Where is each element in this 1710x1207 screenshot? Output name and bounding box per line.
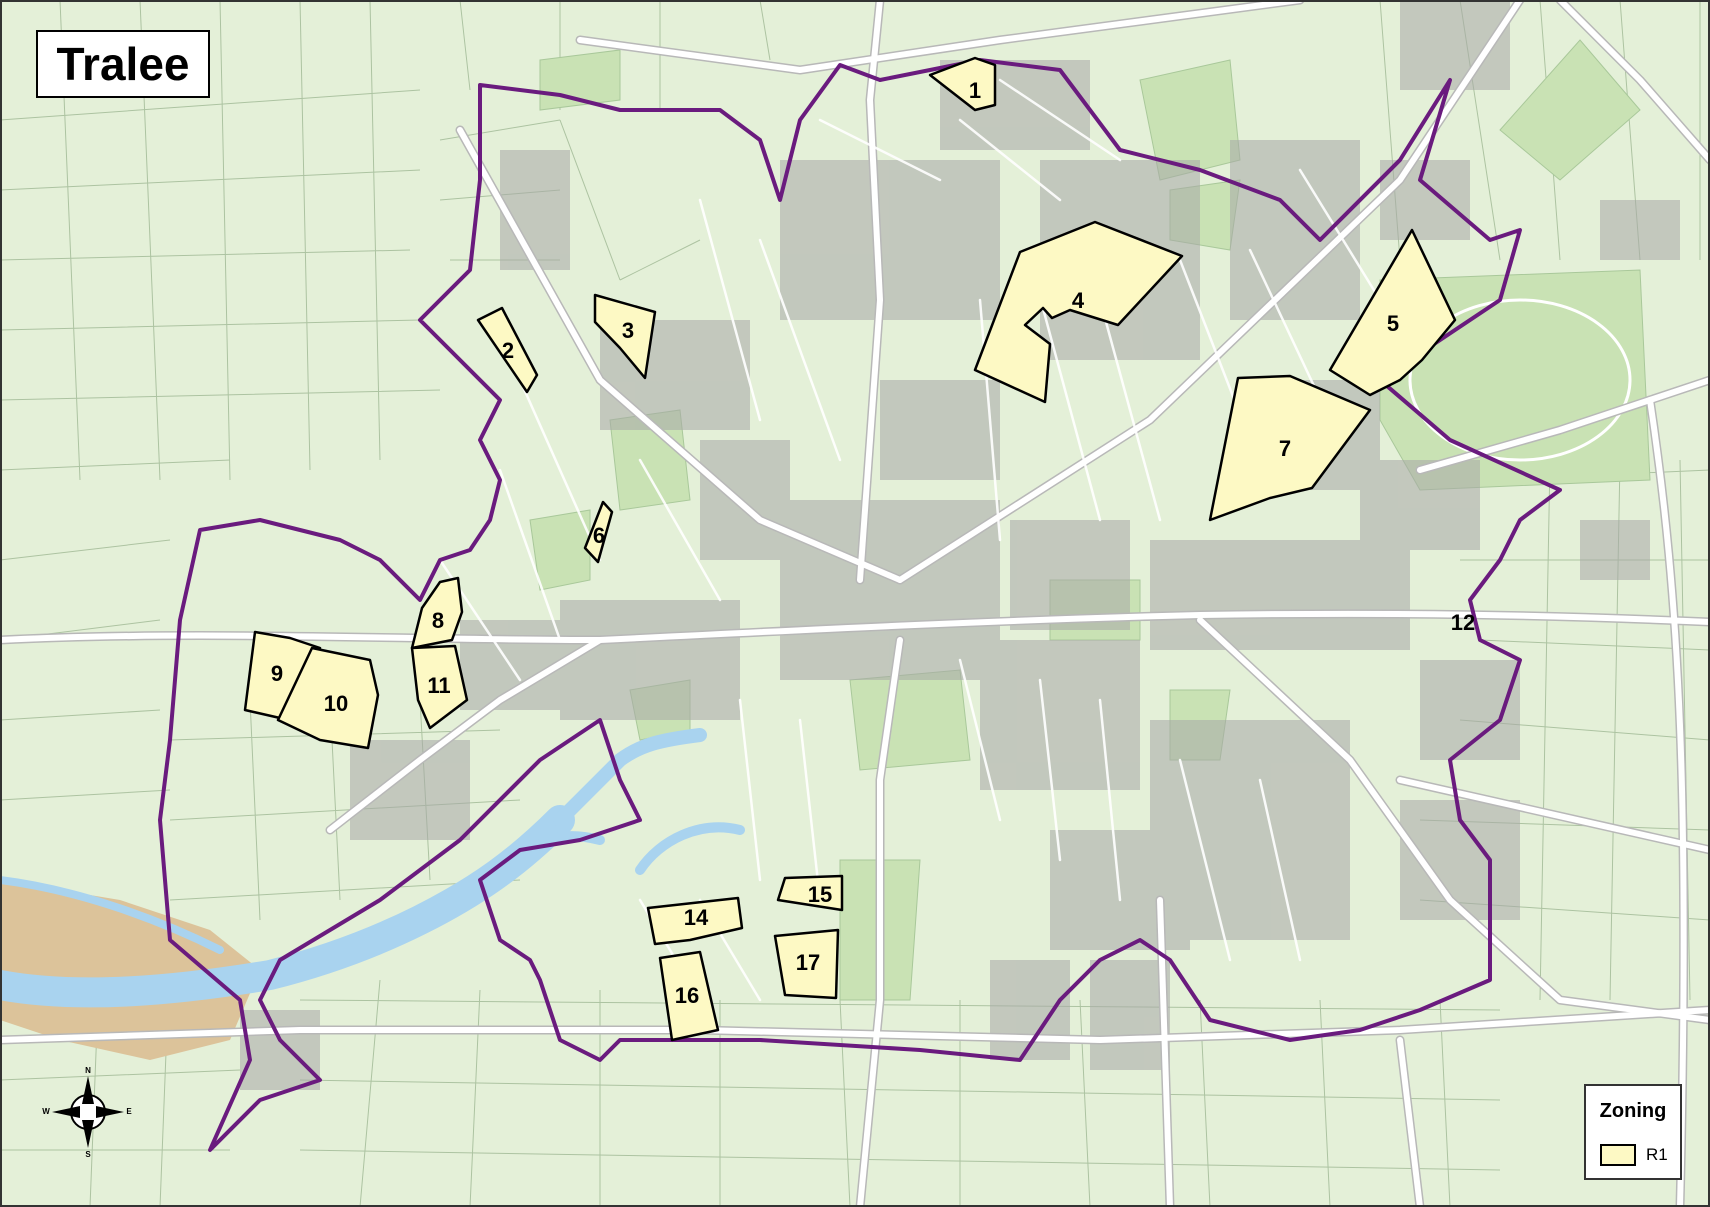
zone-parcel-10[interactable] <box>276 646 380 750</box>
zone-parcel-2[interactable] <box>476 306 539 394</box>
zone-labels: 1 2 3 4 5 6 7 8 9 10 11 12 14 15 16 17 <box>271 78 1475 1008</box>
compass-south-label: S <box>85 1150 91 1159</box>
zone-parcel-6[interactable] <box>583 500 614 564</box>
legend-label-r1: R1 <box>1646 1145 1668 1164</box>
compass-east-label: E <box>126 1107 132 1116</box>
zone-label-9: 9 <box>271 661 283 686</box>
zone-label-16: 16 <box>675 983 699 1008</box>
zone-label-12: 12 <box>1451 610 1475 635</box>
legend: Zoning R1 <box>1584 1084 1682 1180</box>
zone-label-7: 7 <box>1279 436 1291 461</box>
zone-label-5: 5 <box>1387 311 1399 336</box>
legend-title: Zoning <box>1599 1100 1667 1122</box>
zone-parcel-16[interactable] <box>658 950 720 1042</box>
zone-label-17: 17 <box>796 950 820 975</box>
map-title-box: Tralee <box>36 30 210 98</box>
zone-parcel-17[interactable] <box>773 928 840 1000</box>
development-boundary <box>158 58 1562 1152</box>
zone-parcel-7[interactable] <box>1208 374 1372 522</box>
zone-label-2: 2 <box>502 338 514 363</box>
zone-parcel-5[interactable] <box>1328 228 1457 397</box>
map-title: Tralee <box>56 38 190 90</box>
compass-north-label: N <box>85 1066 91 1075</box>
zone-label-8: 8 <box>432 608 444 633</box>
zone-parcel-11[interactable] <box>410 644 469 730</box>
zone-label-4: 4 <box>1072 288 1085 313</box>
zone-label-6: 6 <box>593 523 605 548</box>
zone-label-15: 15 <box>808 882 832 907</box>
legend-swatch-r1 <box>1600 1144 1636 1166</box>
zone-label-11: 11 <box>427 673 450 698</box>
racecourse-track <box>1408 298 1632 462</box>
zone-parcel-14[interactable] <box>646 896 744 946</box>
compass-rose-icon: N S E W <box>42 1066 132 1159</box>
zone-label-10: 10 <box>324 691 348 716</box>
zone-label-3: 3 <box>622 318 634 343</box>
zone-label-14: 14 <box>684 905 709 930</box>
sand-flats <box>0 880 260 1060</box>
zoning-parcels <box>243 56 1457 1042</box>
zone-parcel-3[interactable] <box>593 293 657 380</box>
compass-west-label: W <box>42 1107 50 1116</box>
zone-label-1: 1 <box>969 78 981 103</box>
zone-parcel-4[interactable] <box>973 220 1184 404</box>
zone-parcel-15[interactable] <box>776 874 844 912</box>
zone-parcel-1[interactable] <box>928 56 997 112</box>
